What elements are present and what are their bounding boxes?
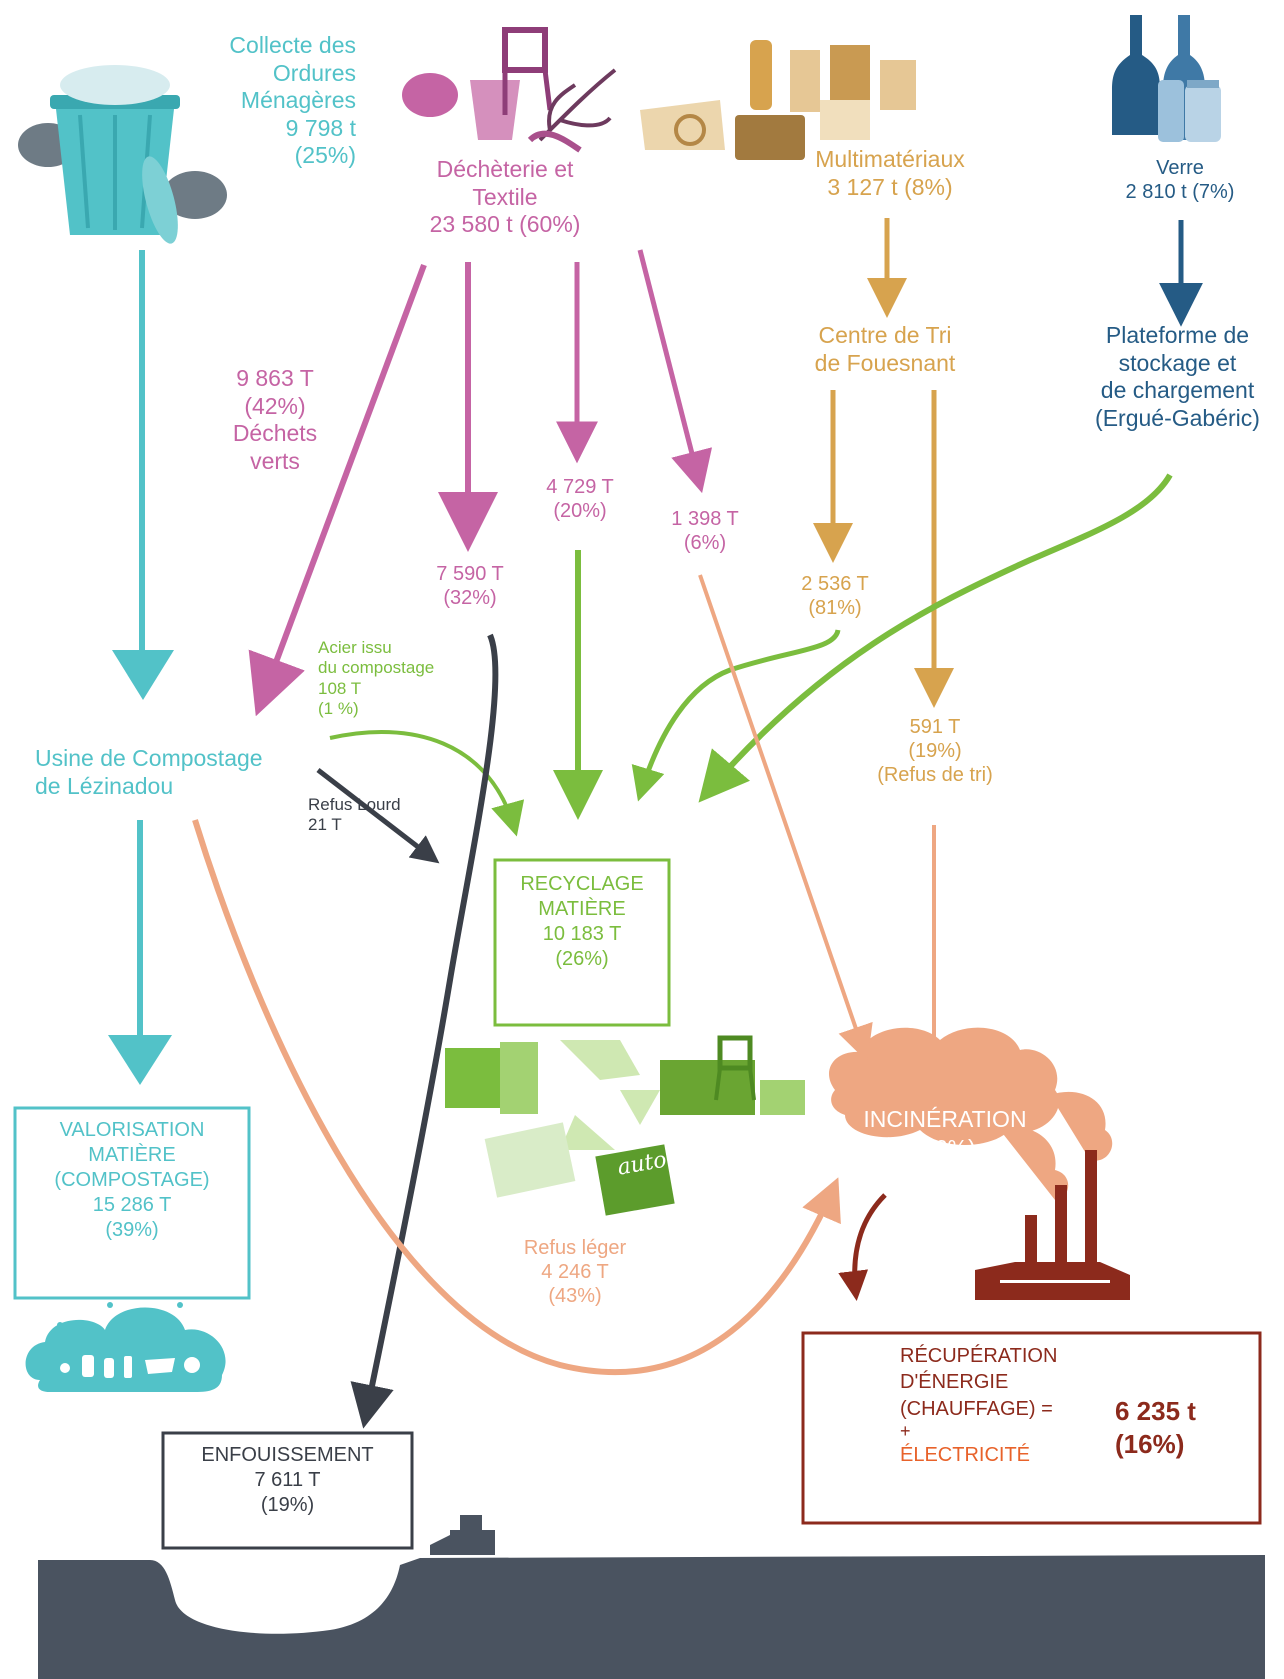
source-decheterie-label: Déchèterie et Textile 23 580 t (60%) xyxy=(429,156,581,238)
flow-tri-refus-label: 591 T (19%) (Refus de tri) xyxy=(877,716,993,786)
compost-icon xyxy=(25,1302,226,1392)
flow-deche-incin-label: 1 398 T (6%) xyxy=(671,508,739,554)
arrow-acier xyxy=(329,730,525,837)
valorisation-box-frame xyxy=(13,1106,251,1300)
source-omr-label: Collecte des Ordures Ménagères 9 798 t (… xyxy=(229,32,356,169)
flow-refus-lourd-label: Refus Lourd 21 T xyxy=(308,795,401,835)
arrow-deche-incin xyxy=(637,249,713,494)
glass-bottles-icon xyxy=(1112,15,1221,142)
arrow-incineration-energie xyxy=(838,1193,887,1301)
flow-deche-recyclage-label: 4 729 T (20%) xyxy=(546,476,614,522)
arrow-deche-incineration xyxy=(698,574,873,1062)
recuperation-label: RÉCUPÉRATION D'ÉNERGIE (CHAUFFAGE) = + É… xyxy=(900,1343,1057,1468)
bulldozer-icon xyxy=(430,1515,495,1555)
enfouissement-box-frame xyxy=(161,1431,414,1550)
arrow-usine-valorisation-head xyxy=(108,1035,172,1085)
packaging-icon xyxy=(640,40,916,160)
incineration-label: INCINÉRATION (16%) xyxy=(863,1106,1027,1161)
arrow-omr-usine-head xyxy=(112,650,174,700)
arrow-deche-enfouissement xyxy=(350,633,499,1429)
flow-acier-label: Acier issu du compostage 108 T (1 %) xyxy=(318,638,435,719)
source-verre-label: Verre 2 810 t (7%) xyxy=(1125,157,1235,203)
recuperation-total: 6 235 t (16%) xyxy=(1115,1396,1196,1459)
arrow-refus-leger xyxy=(192,819,841,1376)
recyclage-box: RECYCLAGE MATIÈRE 10 183 T (26%) xyxy=(520,873,644,970)
trash-can-icon xyxy=(18,65,227,244)
arrow-tri-recyclage-green xyxy=(631,629,841,802)
recycled-materials-icon: auto xyxy=(445,1035,805,1216)
recyclage-box-frame xyxy=(493,858,671,1027)
centre-tri-label: Centre de Tri de Fouesnant xyxy=(814,322,956,376)
factory-icon xyxy=(829,1027,1130,1300)
arrow-plateforme-recyclage xyxy=(698,473,1173,803)
flow-refus-leger-label: Refus léger 4 246 T (43%) xyxy=(523,1237,627,1307)
recuperation-box-frame xyxy=(801,1331,1262,1525)
usine-label: Usine de Compostage de Lézinadou xyxy=(35,745,263,799)
arrow-refus-lourd xyxy=(316,768,440,864)
arrow-dechets-verts xyxy=(248,263,427,717)
source-multimateriaux-label: Multimatériaux 3 127 t (8%) xyxy=(815,146,965,200)
furniture-branches-icon xyxy=(402,27,617,153)
valorisation-box: VALORISATION MATIÈRE (COMPOSTAGE) 15 286… xyxy=(54,1119,210,1241)
flow-tri-recyclage-label: 2 536 T (81%) xyxy=(801,573,869,619)
enfouissement-box: ENFOUISSEMENT 7 611 T (19%) xyxy=(201,1444,374,1516)
plus-sign: + xyxy=(900,1421,911,1442)
plateforme-label: Plateforme de stockage et de chargement … xyxy=(1095,322,1260,431)
flow-dechets-verts-label: 9 863 T (42%) Déchets verts xyxy=(232,365,318,474)
electricite-label: ÉLECTRICITÉ xyxy=(900,1443,1031,1466)
ground xyxy=(38,1555,1265,1679)
flow-deche-enfouis-label: 7 590 T (32%) xyxy=(436,563,504,609)
